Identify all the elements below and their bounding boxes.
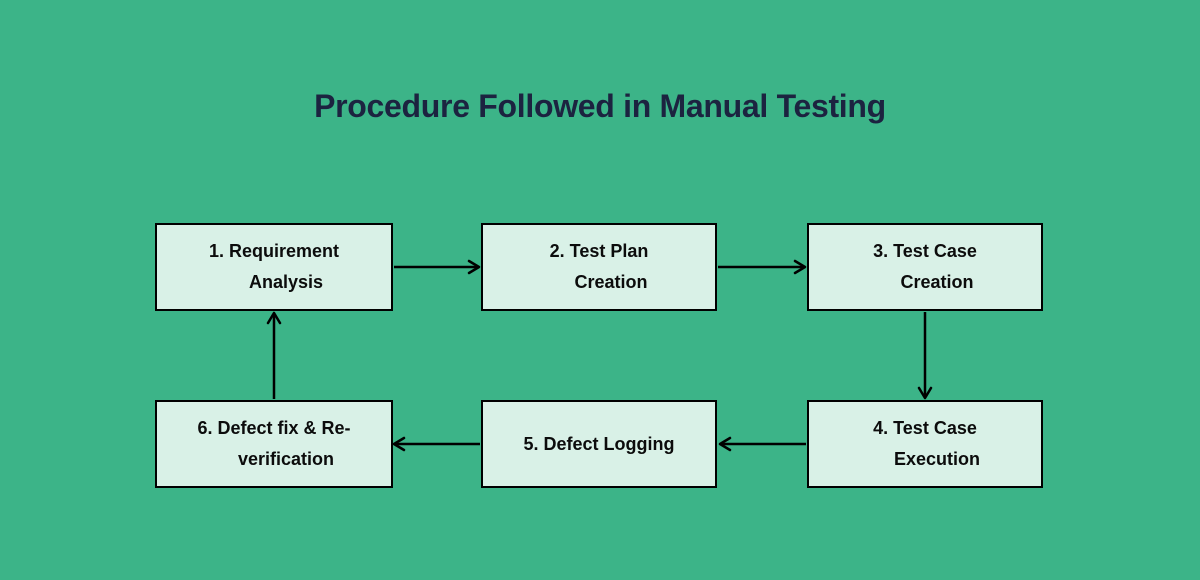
step-label-line: 2. Test Plan bbox=[549, 241, 649, 261]
step-box-test-case-creation: 3. Test Case Creation bbox=[807, 223, 1043, 311]
step-label-line: 4. Test Case bbox=[873, 418, 977, 438]
step-label-line: Creation bbox=[574, 272, 648, 292]
step-label-line: verification bbox=[237, 449, 335, 469]
step-box-defect-fix-reverification: 6. Defect fix & Re- verification bbox=[155, 400, 393, 488]
diagram-title: Procedure Followed in Manual Testing bbox=[314, 88, 886, 124]
step-label-line: 5. Defect Logging bbox=[523, 433, 675, 454]
step-box-test-case-execution: 4. Test Case Execution bbox=[807, 400, 1043, 488]
step-label-line: Creation bbox=[900, 272, 974, 292]
step-label-line: 3. Test Case bbox=[873, 241, 977, 261]
step-box-requirement-analysis: 1. Requirement Analysis bbox=[155, 223, 393, 311]
step-box-test-plan-creation: 2. Test Plan Creation bbox=[481, 223, 717, 311]
step-label-line: 6. Defect fix & Re- bbox=[197, 418, 351, 438]
step-label-line: Analysis bbox=[248, 272, 324, 292]
step-label-line: Execution bbox=[893, 449, 981, 469]
step-label-line: 1. Requirement bbox=[208, 241, 340, 261]
step-box-defect-logging: 5. Defect Logging bbox=[481, 400, 717, 488]
